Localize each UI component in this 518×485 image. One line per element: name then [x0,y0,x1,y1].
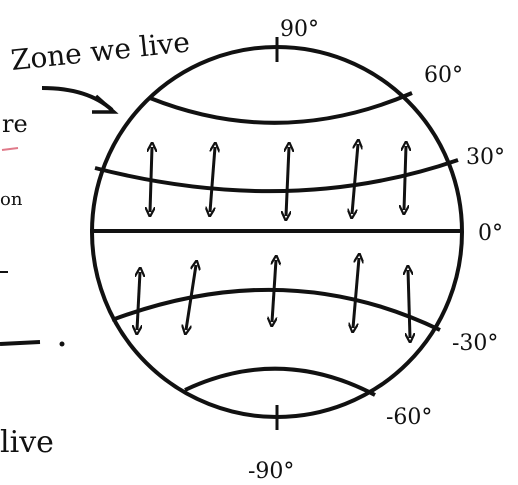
lower-zone-arrows [137,258,410,338]
label-lat-30n: 30° [466,145,505,170]
updown-arrow-4 [352,144,358,214]
updown-arrow-8 [272,260,276,322]
margin-fragment-on: on [0,189,23,210]
updown-arrow-5 [404,146,406,210]
latitude-line-60s [185,369,375,395]
label-lat-90: 90° [280,17,319,42]
margin-fragment-live: live [0,425,54,460]
margin-fragment-re: re [2,110,28,138]
updown-arrow-9 [353,258,359,328]
updown-arrow-6 [137,272,140,330]
updown-arrow-3 [286,147,289,216]
updown-arrow-2 [210,147,215,212]
annotation-zone-we-live: Zone we live [9,25,191,77]
margin-pink-mark [2,148,18,150]
updown-arrow-10 [408,270,410,338]
upper-zone-arrows [150,144,406,216]
label-lat-0: 0° [478,221,503,246]
margin-dot [60,342,65,347]
label-lat-60n: 60° [424,63,463,88]
latitude-line-30s [112,290,440,330]
margin-underline [0,342,40,344]
latitude-line-60n [150,93,412,123]
label-lat-30s: -30° [452,331,498,356]
label-lat-90s: -90° [248,459,294,484]
label-lat-60s: -60° [386,405,432,430]
updown-arrow-1 [150,147,152,212]
